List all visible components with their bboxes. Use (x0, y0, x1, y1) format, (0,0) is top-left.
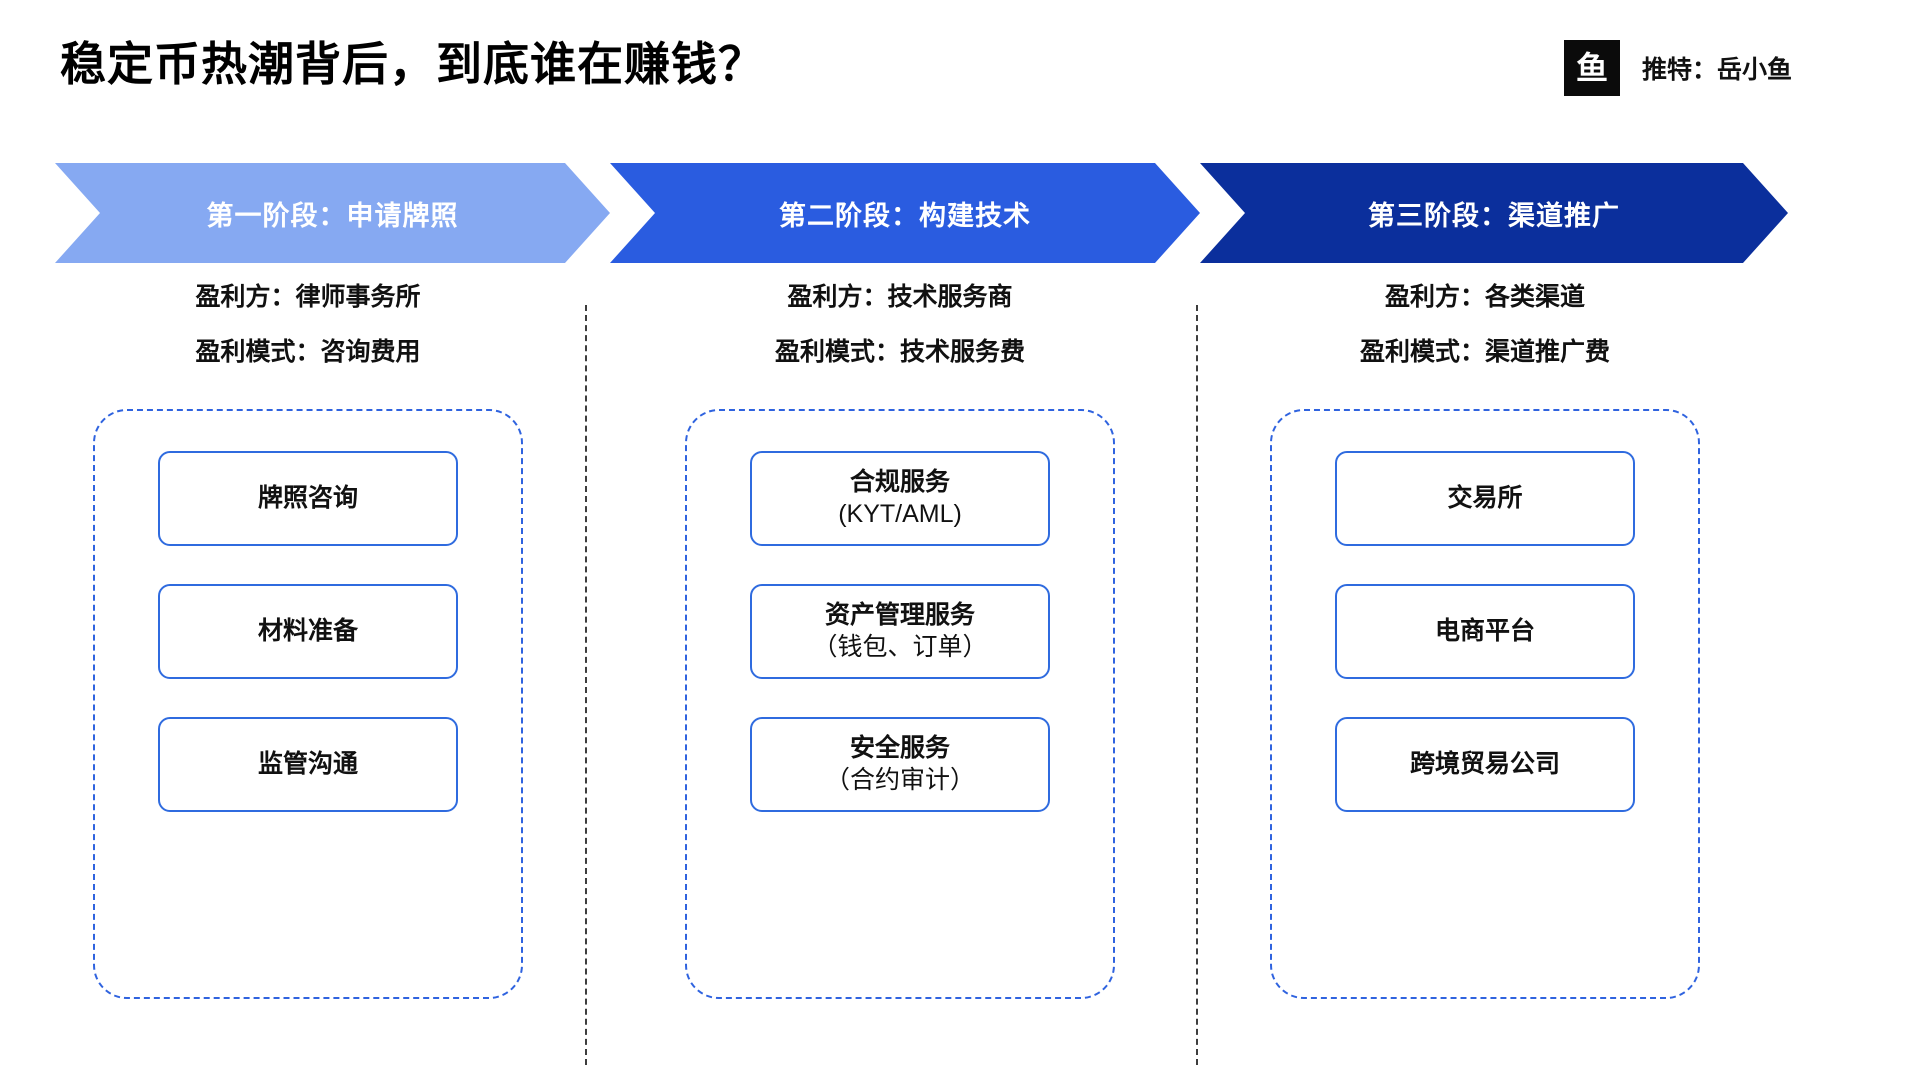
item-label-main: 电商平台 (1434, 616, 1535, 645)
stage-2-profiteer: 盈利方：技术服务商 (787, 283, 1013, 311)
stage-1-item-group: 牌照咨询 材料准备 监管沟通 (93, 409, 523, 999)
stage-3-item-1[interactable]: 交易所 (1335, 451, 1635, 546)
stage-columns: 盈利方：律师事务所 盈利模式：咨询费用 牌照咨询 材料准备 监管沟通 盈利方：技… (0, 263, 1920, 1080)
page-header: 稳定币热潮背后，到底谁在赚钱？ 鱼 推特：岳小鱼 (0, 0, 1920, 130)
stage-2-item-1[interactable]: 合规服务 (KYT/AML) (750, 451, 1050, 546)
stage-1-item-1[interactable]: 牌照咨询 (158, 451, 458, 546)
stage-2-item-3[interactable]: 安全服务 （合约审计） (750, 717, 1050, 812)
stage-1-profit-model: 盈利模式：咨询费用 (195, 338, 421, 366)
stage-3-meta: 盈利方：各类渠道 盈利模式：渠道推广费 (1205, 263, 1765, 365)
stage-banner-row: 第一阶段：申请牌照 第二阶段：构建技术 第三阶段：渠道推广 (0, 163, 1920, 263)
item-label-sub: （合约审计） (824, 765, 975, 794)
column-divider-2 (1196, 305, 1198, 1065)
stage-2-profit-model: 盈利模式：技术服务费 (774, 338, 1025, 366)
stage-1-profiteer: 盈利方：律师事务所 (195, 283, 421, 311)
stage-2-meta: 盈利方：技术服务商 盈利模式：技术服务费 (620, 263, 1180, 365)
item-label-main: 牌照咨询 (257, 483, 358, 512)
fish-logo-icon: 鱼 (1563, 40, 1620, 96)
stage-column-3: 盈利方：各类渠道 盈利模式：渠道推广费 交易所 电商平台 跨境贸易公司 (1205, 263, 1765, 999)
stage-3-item-group: 交易所 电商平台 跨境贸易公司 (1270, 409, 1700, 999)
stage-2-item-2[interactable]: 资产管理服务 （钱包、订单） (750, 584, 1050, 679)
stage-1-item-2[interactable]: 材料准备 (158, 584, 458, 679)
item-label-main: 跨境贸易公司 (1409, 749, 1560, 778)
page-title: 稳定币热潮背后，到底谁在赚钱？ (60, 38, 765, 90)
item-label-main: 材料准备 (257, 616, 358, 645)
stage-3-profiteer: 盈利方：各类渠道 (1384, 283, 1585, 311)
stage-3-profit-model: 盈利模式：渠道推广费 (1359, 338, 1610, 366)
stage-1-meta: 盈利方：律师事务所 盈利模式：咨询费用 (28, 263, 588, 365)
stage-column-2: 盈利方：技术服务商 盈利模式：技术服务费 合规服务 (KYT/AML) 资产管理… (620, 263, 1180, 999)
item-label-main: 交易所 (1447, 483, 1523, 512)
stage-column-1: 盈利方：律师事务所 盈利模式：咨询费用 牌照咨询 材料准备 监管沟通 (28, 263, 588, 999)
brand-block: 鱼 推特：岳小鱼 (1563, 40, 1792, 96)
item-label-main: 监管沟通 (257, 749, 358, 778)
item-label-main: 资产管理服务 (824, 601, 975, 630)
item-label-main: 合规服务 (849, 468, 950, 497)
item-label-main: 安全服务 (849, 734, 950, 763)
stage-2-item-group: 合规服务 (KYT/AML) 资产管理服务 （钱包、订单） 安全服务 （合约审计… (685, 409, 1115, 999)
stage-3-item-3[interactable]: 跨境贸易公司 (1335, 717, 1635, 812)
column-divider-1 (585, 305, 587, 1065)
stage-banner-2[interactable]: 第二阶段：构建技术 (610, 163, 1200, 263)
stage-banner-3[interactable]: 第三阶段：渠道推广 (1200, 163, 1788, 263)
item-label-sub: (KYT/AML) (838, 499, 962, 528)
stage-3-item-2[interactable]: 电商平台 (1335, 584, 1635, 679)
item-label-sub: （钱包、订单） (812, 632, 988, 661)
stage-1-item-3[interactable]: 监管沟通 (158, 717, 458, 812)
stage-banner-1[interactable]: 第一阶段：申请牌照 (55, 163, 610, 263)
twitter-handle: 推特：岳小鱼 (1641, 56, 1792, 84)
